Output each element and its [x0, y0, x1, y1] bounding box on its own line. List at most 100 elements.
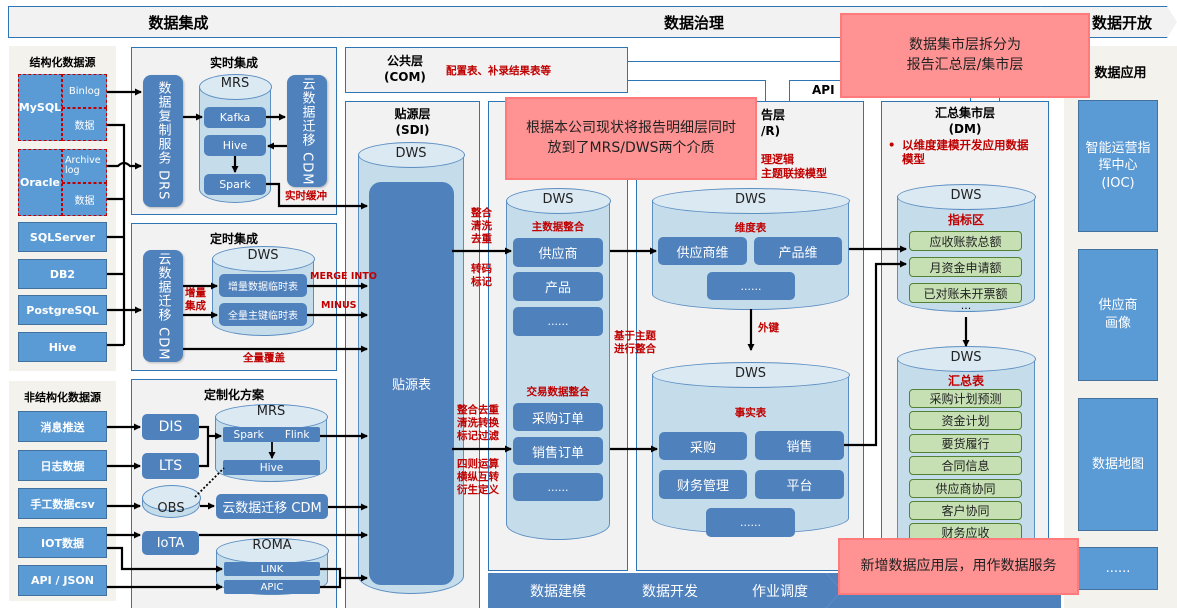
- source-db2[interactable]: DB2: [18, 259, 107, 289]
- source-mysql[interactable]: MySQL: [18, 74, 62, 141]
- trade-transform-3: 标记过滤: [457, 430, 499, 443]
- fact-sales-label: 销售: [786, 440, 813, 455]
- source-oracle-archivelog[interactable]: Archive log: [62, 149, 107, 183]
- idx-dws-label: DWS: [950, 188, 982, 203]
- mrs-kafka[interactable]: Kafka: [204, 107, 266, 128]
- fact-item-finance[interactable]: 财务管理: [659, 470, 747, 499]
- scheduled-cdm[interactable]: 云数据迁移 CDM: [143, 250, 183, 362]
- sum-item[interactable]: 要货履行: [909, 433, 1022, 453]
- note-mart-split: 数据集市层拆分为 报告汇总层/集市层: [840, 13, 1090, 98]
- trade-item-purchase-order[interactable]: 采购订单: [513, 403, 603, 431]
- pipeline-step-development[interactable]: 数据开发: [602, 573, 730, 608]
- spark-label: Spark: [219, 178, 251, 191]
- app-more[interactable]: ......: [1078, 547, 1158, 590]
- sum-item-label: 采购计划预测: [929, 392, 1002, 406]
- source-mysql-binlog[interactable]: Binlog: [62, 74, 107, 108]
- fact-item-more[interactable]: ......: [706, 508, 795, 537]
- mrs-hive[interactable]: Hive: [204, 135, 266, 156]
- sum-item-label: 客户协同: [941, 504, 990, 518]
- fact-item-sales[interactable]: 销售: [755, 431, 844, 460]
- source-hive[interactable]: Hive: [18, 332, 107, 362]
- source-message-push[interactable]: 消息推送: [18, 411, 107, 442]
- idx-more: ...: [960, 299, 972, 312]
- obs-cylinder[interactable]: OBS: [141, 485, 201, 518]
- trade-transform-1: 整合去重: [457, 404, 499, 416]
- roma-link-label: LINK: [260, 563, 284, 575]
- roma-link[interactable]: LINK: [224, 562, 320, 576]
- master-item-product[interactable]: 产品: [513, 272, 603, 301]
- incremental-label: 增量集成: [185, 287, 209, 313]
- dim-item-supplier[interactable]: 供应商维: [658, 237, 747, 265]
- fact-platform-label: 平台: [786, 479, 813, 494]
- idx-item-receivables[interactable]: 应收账款总额: [909, 231, 1022, 251]
- hive-source-label: Hive: [48, 340, 77, 354]
- trade-transform-2: 清洗转换: [457, 417, 499, 430]
- trade-item-sales-order[interactable]: 销售订单: [513, 437, 603, 465]
- master-transform-1: 整合: [471, 207, 492, 219]
- custom-hive[interactable]: Hive: [223, 460, 320, 475]
- drs-service[interactable]: 数据复制服务 DRS: [143, 75, 183, 207]
- phase-governance-label: 数据治理: [663, 13, 724, 32]
- sum-item[interactable]: 合同信息: [909, 456, 1022, 476]
- source-manual-csv[interactable]: 手工数据csv: [18, 488, 107, 519]
- full-key-temp-table[interactable]: 全量主键临时表: [219, 303, 307, 326]
- dim-item-product[interactable]: 产品维: [754, 237, 842, 265]
- sdi-dws-label: DWS: [395, 146, 427, 161]
- sum-item-label: 资金计划: [941, 414, 990, 429]
- sum-dws-label: DWS: [950, 350, 982, 365]
- custom-spark-flink[interactable]: Spark Flink: [223, 427, 320, 442]
- mrs-spark[interactable]: Spark: [204, 174, 266, 195]
- roma-apic[interactable]: APIC: [224, 580, 320, 594]
- trade-item-more[interactable]: ......: [513, 473, 603, 501]
- source-mysql-data[interactable]: 数据: [62, 108, 107, 141]
- trade-data-title: 交易数据整合: [526, 386, 590, 398]
- custom-cdm[interactable]: 云数据迁移 CDM: [216, 494, 328, 519]
- dim-supplier-label: 供应商维: [676, 245, 729, 261]
- source-oracle[interactable]: Oracle: [18, 149, 62, 216]
- source-log-data[interactable]: 日志数据: [18, 450, 107, 481]
- iota-service[interactable]: IoTA: [142, 531, 199, 555]
- sum-item[interactable]: 供应商协同: [909, 478, 1022, 498]
- app-data-map[interactable]: 数据地图: [1078, 398, 1158, 531]
- pipeline-step-scheduling[interactable]: 作业调度: [712, 573, 842, 608]
- source-api-json[interactable]: API / JSON: [18, 565, 107, 596]
- incremental-text: 增量集成: [185, 287, 206, 313]
- lts-service[interactable]: LTS: [142, 453, 199, 479]
- theme-integrate-label: 基于主题 进行整合: [614, 330, 664, 356]
- sum-item[interactable]: 采购计划预测: [909, 389, 1022, 408]
- source-iot-data[interactable]: IOT数据: [18, 527, 107, 558]
- realtime-cdm[interactable]: 云数据迁移 CDM: [287, 75, 327, 187]
- com-layer-panel: 公共层 (COM) 配置表、补录结果表等: [345, 47, 628, 93]
- idx-item-uninvoiced[interactable]: 已对账未开票额: [909, 283, 1022, 303]
- app-ioc[interactable]: 智能运营指挥中心(IOC): [1078, 100, 1158, 232]
- foreign-key-label: 外键: [758, 322, 779, 334]
- incremental-table-label: 增量数据临时表: [228, 282, 298, 293]
- phase-open-label: 数据开放: [1092, 13, 1153, 32]
- app-supplier-profile[interactable]: 供应商画像: [1078, 249, 1158, 381]
- idx-title: 指标区: [947, 213, 984, 227]
- master-item-supplier[interactable]: 供应商: [513, 238, 603, 267]
- app-ioc-label: 智能运营指挥中心(IOC): [1085, 140, 1151, 191]
- source-oracle-data[interactable]: 数据: [62, 183, 107, 216]
- fact-item-platform[interactable]: 平台: [755, 470, 844, 499]
- pipeline-step-modeling[interactable]: 数据建模: [488, 573, 628, 608]
- app-data-map-label: 数据地图: [1091, 456, 1144, 472]
- idx-item-monthly-fund[interactable]: 月资金申请额: [909, 257, 1022, 277]
- dwr-description: 理逻辑 主题联接模型: [761, 153, 827, 181]
- development-label: 数据开发: [642, 583, 698, 600]
- sum-item[interactable]: 资金计划: [909, 411, 1022, 431]
- incremental-temp-table[interactable]: 增量数据临时表: [219, 274, 307, 297]
- dim-item-more[interactable]: ......: [707, 272, 795, 300]
- merge-into-label: MERGE INTO: [310, 271, 377, 282]
- source-sqlserver[interactable]: SQLServer: [18, 222, 107, 252]
- dis-service[interactable]: DIS: [142, 414, 199, 440]
- sum-item-label: 供应商协同: [935, 481, 996, 496]
- sum-item[interactable]: 客户协同: [909, 501, 1022, 520]
- source-postgresql[interactable]: PostgreSQL: [18, 295, 107, 325]
- master-item-more[interactable]: ......: [513, 307, 603, 336]
- sdi-source-table[interactable]: 贴源表: [369, 182, 454, 585]
- fact-item-purchase[interactable]: 采购: [659, 432, 747, 460]
- app-more-label: ......: [1105, 560, 1131, 576]
- note-mart-split-text: 数据集市层拆分为 报告汇总层/集市层: [906, 36, 1024, 73]
- db2-label: DB2: [49, 267, 76, 281]
